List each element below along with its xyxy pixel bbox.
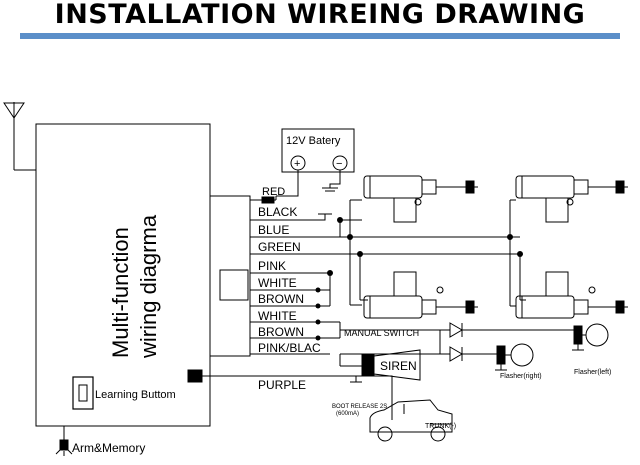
- door-actuator-4: [515, 271, 628, 319]
- trunk-label: TRUNK(-): [425, 423, 456, 430]
- wire-label-blue: BLUE: [258, 223, 289, 237]
- boot-release-label-line1: BOOT RELEASE 2S: [332, 404, 387, 410]
- wire-label-green: GREEN: [258, 240, 301, 254]
- arm-memory-label: Arm&Memory: [72, 441, 145, 455]
- learning-button-label: Learning Buttom: [95, 389, 176, 401]
- flasher-right-lamp-icon: [495, 343, 534, 371]
- flasher-right-label: Flasher(right): [500, 373, 542, 380]
- door-actuator-1: [363, 175, 478, 223]
- wire-label-purple: PURPLE: [258, 378, 306, 392]
- battery-box: [281, 128, 355, 173]
- antenna-icon: [3, 102, 36, 171]
- wire-label-white-2: WHITE: [258, 309, 297, 323]
- battery-plus-label: +: [294, 158, 300, 170]
- wire-label-brown-2: BROWN: [258, 325, 304, 339]
- module-label-line2: wiring diagrma: [136, 214, 161, 359]
- junction-dots: [315, 217, 523, 341]
- fuse-icon: [261, 196, 275, 204]
- wire-label-pink: PINK: [258, 259, 286, 273]
- door-actuator-2: [515, 175, 628, 223]
- diode-icon-1: [449, 322, 463, 338]
- connector-latch: [219, 269, 249, 301]
- flasher-left-lamp-icon: [572, 323, 609, 351]
- battery-minus-label: −: [336, 158, 342, 170]
- purple-terminal: [187, 369, 203, 383]
- learning-button[interactable]: [72, 376, 94, 410]
- siren-label: SIREN: [380, 359, 417, 373]
- flasher-left-label: Flasher(left): [574, 369, 611, 376]
- siren-icon: [350, 349, 421, 383]
- wire-label-black: BLACK: [258, 205, 297, 219]
- manual-switch-label: MANUAL SWITCH: [344, 328, 419, 338]
- arm-memory-led-icon: [55, 426, 73, 456]
- battery-label: 12V Batery: [286, 135, 341, 147]
- wire-label-red: RED: [262, 186, 285, 198]
- door-actuator-3: [363, 271, 478, 319]
- wire-label-brown-1: BROWN: [258, 292, 304, 306]
- trunk-car-icon: [369, 399, 453, 442]
- diagram-title: INSTALLATION WIREING DRAWING: [54, 0, 586, 30]
- module-label-line1: Multi-function: [108, 227, 133, 358]
- wire-label-white-1: WHITE: [258, 276, 297, 290]
- connector-block: [209, 195, 251, 357]
- wire-label-pink-black: PINK/BLAC: [258, 341, 321, 355]
- diode-icon-2: [449, 346, 463, 362]
- boot-release-label-line2: (600mA): [336, 411, 359, 417]
- title-underline: [20, 33, 620, 39]
